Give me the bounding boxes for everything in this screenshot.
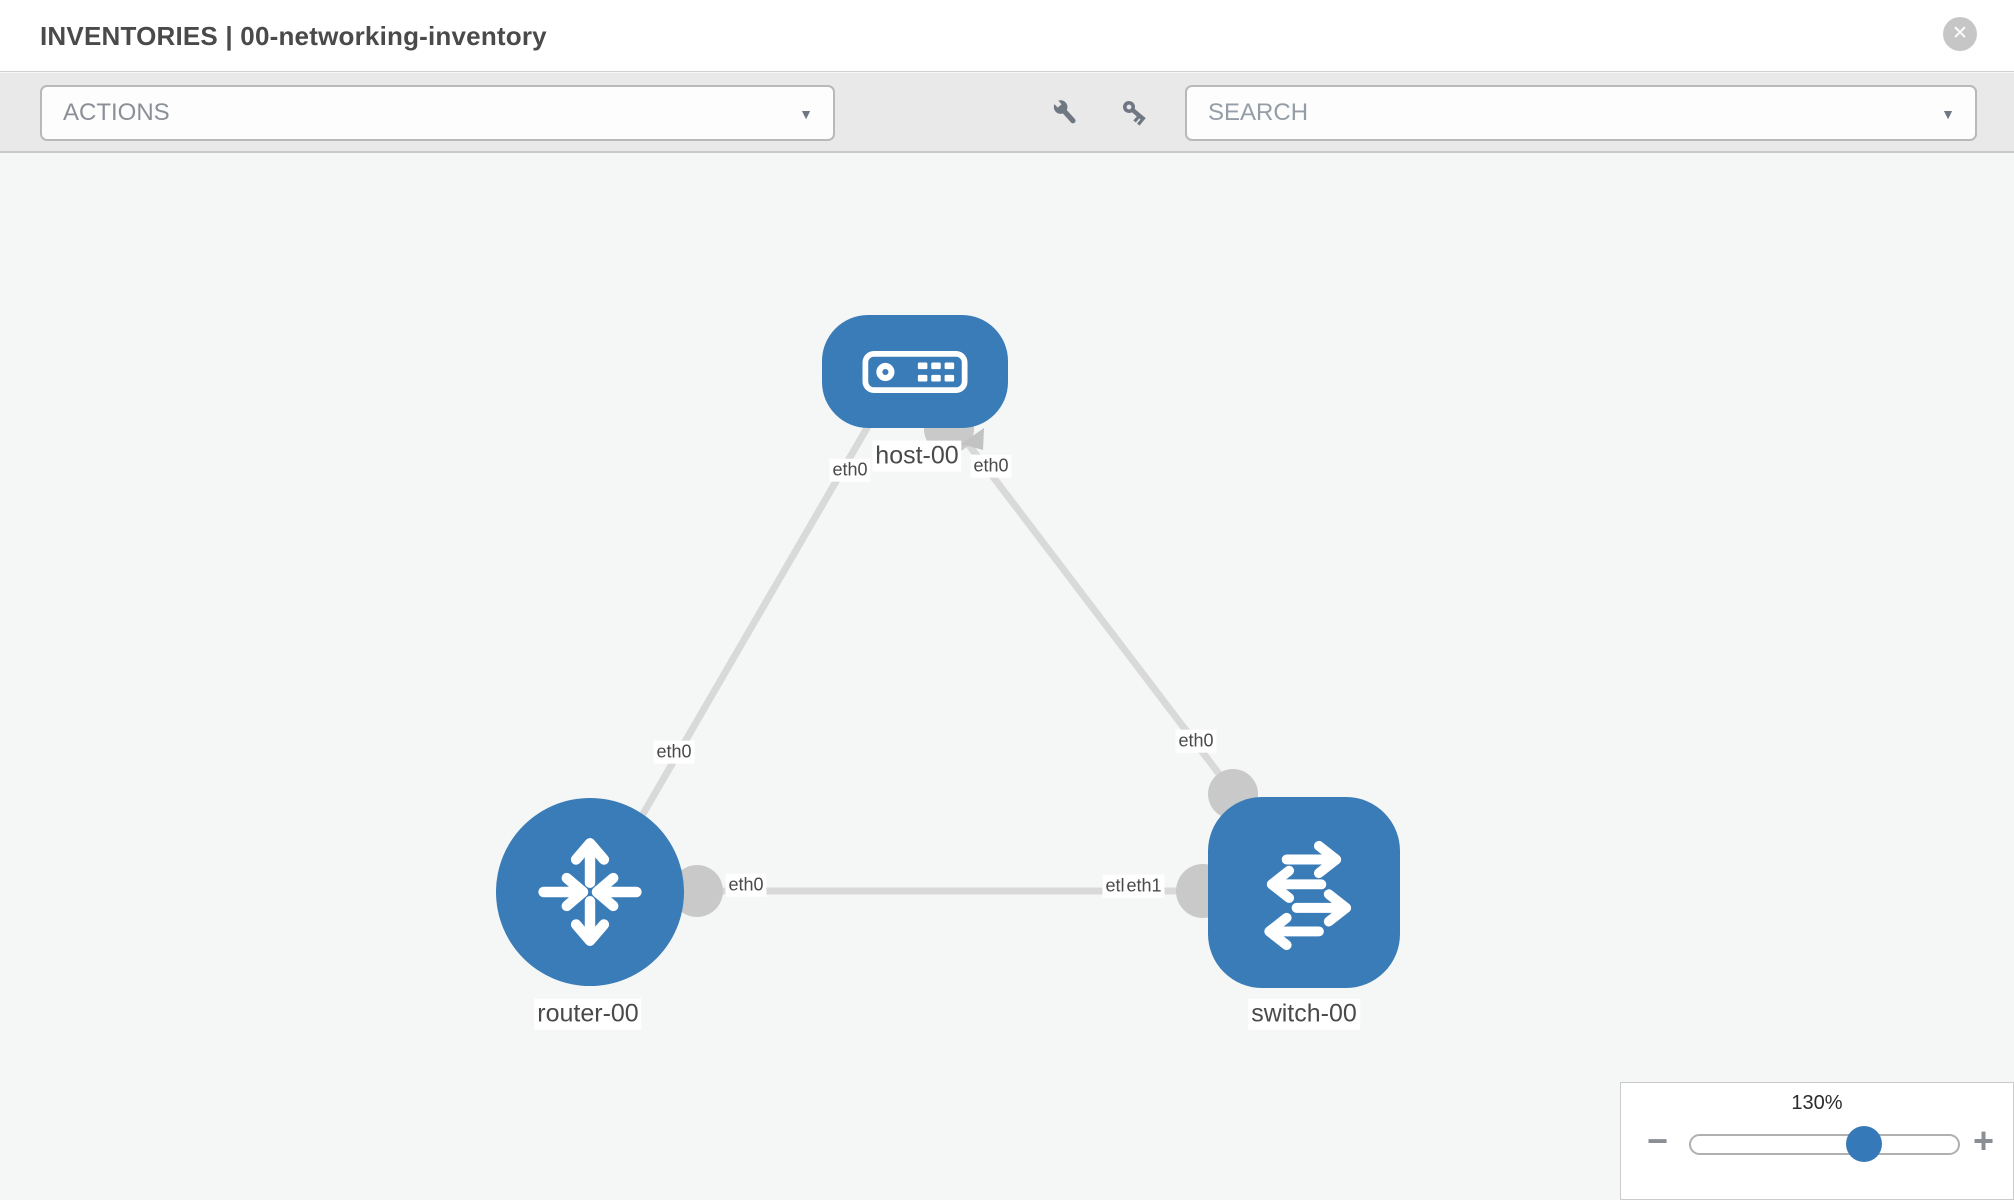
- actions-dropdown-label: ACTIONS: [63, 99, 170, 126]
- zoom-slider-track[interactable]: [1689, 1134, 1960, 1155]
- node-host-00[interactable]: [822, 315, 1008, 428]
- close-icon[interactable]: ✕: [1943, 17, 1977, 51]
- edge-arrowhead-icon: [961, 428, 984, 450]
- node-switch-00[interactable]: [1208, 797, 1400, 988]
- search-dropdown[interactable]: ▼: [1185, 85, 1977, 141]
- node-label-switch: switch-00: [1248, 998, 1360, 1030]
- chevron-down-icon: ▼: [799, 106, 813, 122]
- chevron-down-icon: ▼: [1941, 106, 1955, 122]
- iface-label-router-eth0: eth0: [725, 873, 767, 897]
- header-bar: INVENTORIES | 00-networking-inventory ✕: [0, 0, 2014, 72]
- port-circle-router[interactable]: [671, 865, 723, 917]
- topology-links-layer: [592, 404, 1258, 918]
- zoom-level-label: 130%: [1791, 1092, 1843, 1114]
- page-title: INVENTORIES | 00-networking-inventory: [40, 21, 547, 51]
- node-label-router: router-00: [534, 998, 642, 1030]
- zoom-slider-handle[interactable]: [1846, 1126, 1882, 1162]
- host-device-icon: [862, 350, 968, 393]
- toolbar: ACTIONS ▼ ▼: [0, 73, 2014, 153]
- iface-label-host-eth0-right: eth0: [970, 454, 1012, 478]
- actions-dropdown[interactable]: ACTIONS ▼: [40, 85, 835, 141]
- iface-label-switch-eth1: eth1: [1123, 874, 1165, 898]
- zoom-control-panel: 130% − +: [1620, 1082, 2014, 1200]
- switch-icon: [1264, 840, 1352, 950]
- search-input[interactable]: [1187, 87, 1975, 139]
- node-router-00[interactable]: [496, 798, 684, 986]
- iface-label-router-eth0-uplink: eth0: [653, 740, 695, 764]
- tools-wrench-icon[interactable]: [1049, 96, 1083, 130]
- iface-label-switch-eth0-uplink: eth0: [1175, 729, 1217, 753]
- iface-label-host-eth0-left: eth0: [829, 458, 871, 482]
- zoom-in-button[interactable]: +: [1973, 1120, 1995, 1161]
- node-label-host: host-00: [872, 440, 962, 472]
- key-icon[interactable]: [1118, 96, 1152, 130]
- router-icon: [538, 838, 642, 946]
- topology-canvas[interactable]: host-00 router-00 switch-00 eth0 eth0 et…: [0, 153, 2014, 1200]
- zoom-out-button[interactable]: −: [1647, 1120, 1669, 1161]
